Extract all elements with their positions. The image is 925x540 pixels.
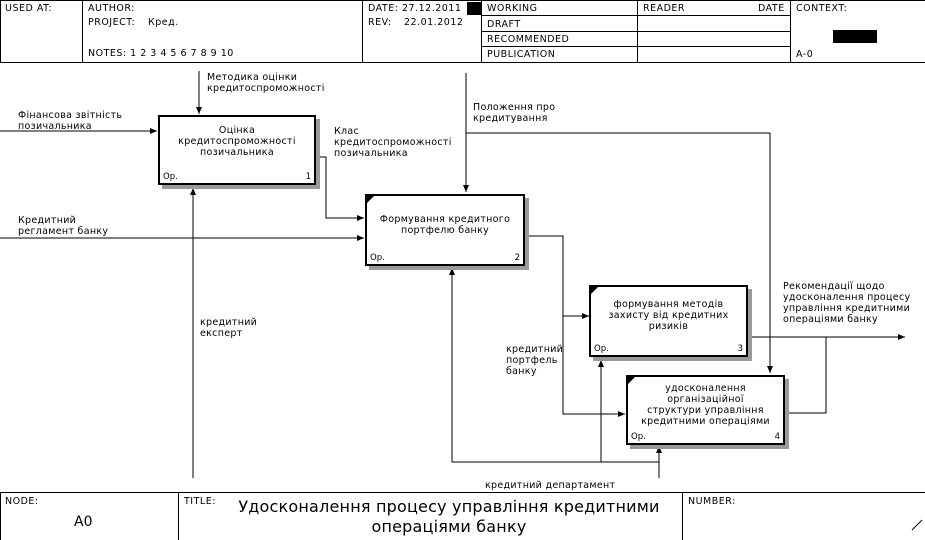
node-value: A0 [74,514,93,530]
activity-box-1[interactable]: Оцінка кредитоспроможності позичальника … [158,115,316,185]
project-value: Кред. [148,17,179,28]
label-portfolio: кредитний портфель банку [506,344,564,377]
activity-2-label: Формування кредитного портфелю банку [379,214,511,236]
context-label: CONTEXT: [796,3,848,14]
label-expert: кредитний експерт [200,317,258,339]
rev-value: 22.01.2012 [404,17,464,28]
working-marker [467,2,481,15]
author-label: AUTHOR: [88,3,135,14]
label-regulation: Кредитний регламент банку [18,215,109,237]
arrow-class [316,156,364,221]
label-methodology: Методика оцінки кредитоспроможності [207,72,325,94]
activity-2-number: 2 [514,253,520,263]
activity-4-label: удосконалення організаційної структури у… [641,383,770,427]
node-label: NODE: [5,496,39,507]
activity-box-2[interactable]: Формування кредитного портфелю банку Ор.… [365,194,525,266]
activity-3-label: формування методів захисту від кредитних… [608,299,729,332]
label-provisions: Положення про кредитування [473,102,556,124]
activity-4-number: 4 [774,432,780,442]
activity-1-op: Ор. [163,172,178,182]
activity-box-3[interactable]: формування методів захисту від кредитних… [589,285,748,357]
arrow-rec-join [785,337,827,414]
status-recommended: RECOMMENDED [487,34,570,45]
context-node: A-0 [796,49,814,60]
activity-box-4[interactable]: удосконалення організаційної структури у… [626,375,785,445]
rev-label: REV: [368,17,392,28]
diagram-title: Удосконалення процесу управління кредитн… [238,497,660,536]
used-at-label: USED AT: [5,3,53,14]
title-label: TITLE: [184,496,216,507]
label-recommendations: Рекомендації щодо удосконалення процесу … [783,281,911,325]
label-class: Клас кредитоспроможності позичальника [334,126,452,159]
number-label: NUMBER: [688,496,736,507]
arrow-provisions-branch [466,132,773,373]
activity-3-op: Ор. [594,344,609,354]
project-label: PROJECT: [88,17,136,28]
context-thumbnail [833,30,877,43]
activity-2-op: Ор. [370,253,385,263]
activity-2-corner [367,196,374,203]
label-department: кредитний департамент [485,480,616,491]
label-financial: Фінансова звітність позичальника [18,110,123,132]
activity-1-number: 1 [305,172,311,182]
arrow-department-2 [449,268,659,463]
activity-3-corner [591,287,598,294]
notes: NOTES: 1 2 3 4 5 6 7 8 9 10 [88,48,234,59]
status-draft: DRAFT [487,19,521,30]
date-label: DATE: [368,3,399,14]
activity-4-corner [628,377,635,384]
status-working: WORKING [487,3,538,14]
date2-label: DATE [758,3,785,14]
arrow-portfolio-4 [562,316,625,417]
activity-1-label: Оцінка кредитоспроможності позичальника [178,125,296,158]
arrow-portfolio-3 [525,235,589,319]
reader-label: READER [643,3,686,14]
activity-3-number: 3 [737,344,743,354]
activity-4-op: Ор. [631,432,646,442]
status-publication: PUBLICATION [487,49,556,60]
date-value: 27.12.2011 [402,3,462,14]
